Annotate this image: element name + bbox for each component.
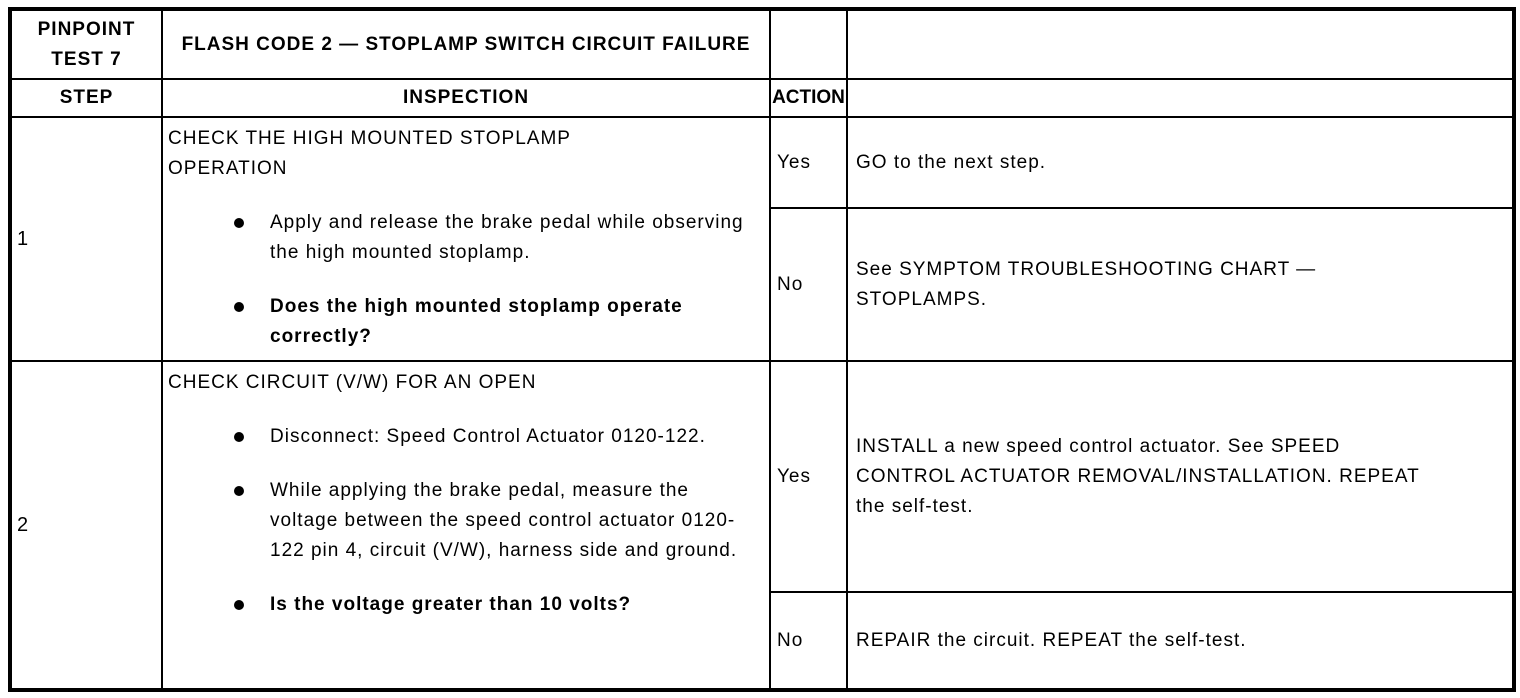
step-1-yes-result-cell: GO to the next step. (846, 116, 1515, 209)
step-2-number: 2 (9, 360, 163, 691)
step-1-no-answer: No (769, 207, 848, 362)
step-1-yes-row: 1 CHECK THE HIGH MOUNTED STOPLAMP OPERAT… (9, 116, 1515, 362)
step-2-no-result-cell: REPAIR the circuit. REPEAT the self-test… (846, 591, 1515, 691)
step-column-header: STEP (9, 78, 163, 118)
flash-code-title-cell: FLASH CODE 2 — STOPLAMP SWITCH CIRCUIT F… (161, 8, 771, 80)
step-2-no-row: No REPAIR the circuit. REPEAT the self-t… (10, 591, 1515, 691)
step-2-yes-answer: Yes (769, 360, 848, 593)
step-1-no-result-cell: See SYMPTOM TROUBLESHOOTING CHART — STOP… (846, 207, 1515, 362)
step-1-inspection-cell: CHECK THE HIGH MOUNTED STOPLAMP OPERATIO… (161, 116, 771, 362)
step-1-no-row: No See SYMPTOM TROUBLESHOOTING CHART — S… (10, 207, 1515, 362)
step-2-yes-result-cell: INSTALL a new speed control actuator. Se… (846, 360, 1515, 593)
step-1-question-text: Does the high mounted stoplamp operate c… (270, 296, 683, 347)
bullet-icon (234, 432, 244, 442)
step-1-check-title: CHECK THE HIGH MOUNTED STOPLAMP OPERATIO… (168, 128, 571, 179)
pinpoint-test-table: PINPOINT TEST 7 FLASH CODE 2 — STOPLAMP … (8, 7, 1516, 692)
bullet-icon (234, 302, 244, 312)
step-1-bullet-1: Apply and release the brake pedal while … (168, 208, 763, 268)
step-1-number: 1 (9, 116, 163, 362)
step-2-bullet-2-text: While applying the brake pedal, measure … (270, 480, 738, 561)
step-2-no-result: REPAIR the circuit. REPEAT the self-test… (856, 629, 1247, 651)
step-1-bullet-2: Does the high mounted stoplamp operate c… (168, 292, 763, 352)
flash-code-title: FLASH CODE 2 — STOPLAMP SWITCH CIRCUIT F… (181, 33, 751, 55)
inspection-column-header: INSPECTION (161, 78, 771, 118)
header-row-empty-result-cell (846, 78, 1515, 118)
step-1-yes-result: GO to the next step. (856, 151, 1047, 173)
title-row: PINPOINT TEST 7 FLASH CODE 2 — STOPLAMP … (9, 8, 1515, 80)
step-2-yes-result: INSTALL a new speed control actuator. Se… (856, 435, 1420, 517)
step-2-yes-row: 2 CHECK CIRCUIT (V/W) FOR AN OPEN Discon… (9, 360, 1515, 691)
column-header-row: STEP INSPECTION ACTION (9, 78, 1515, 118)
bullet-icon (234, 486, 244, 496)
action-column-header: ACTION (769, 78, 848, 118)
step-2-question-text: Is the voltage greater than 10 volts? (270, 594, 632, 615)
step-1-bullet-1-text: Apply and release the brake pedal while … (270, 212, 744, 263)
bullet-icon (234, 600, 244, 610)
step-2-bullet-1-text: Disconnect: Speed Control Actuator 0120-… (270, 426, 706, 447)
step-2-bullet-3: Is the voltage greater than 10 volts? (168, 590, 763, 620)
step-2-bullet-1: Disconnect: Speed Control Actuator 0120-… (168, 422, 763, 452)
step-1-no-result: See SYMPTOM TROUBLESHOOTING CHART — STOP… (856, 258, 1317, 310)
step-2-no-answer: No (769, 591, 848, 691)
step-1-yes-answer: Yes (769, 116, 848, 209)
step-2-bullet-2: While applying the brake pedal, measure … (168, 476, 763, 566)
pinpoint-test-label: PINPOINT TEST 7 (9, 8, 163, 80)
step-2-check-title: CHECK CIRCUIT (V/W) FOR AN OPEN (168, 372, 537, 393)
step-2-inspection-cell: CHECK CIRCUIT (V/W) FOR AN OPEN Disconne… (161, 360, 771, 691)
title-row-empty-result-cell (846, 8, 1515, 80)
title-row-empty-action-cell (769, 8, 848, 80)
bullet-icon (234, 218, 244, 228)
